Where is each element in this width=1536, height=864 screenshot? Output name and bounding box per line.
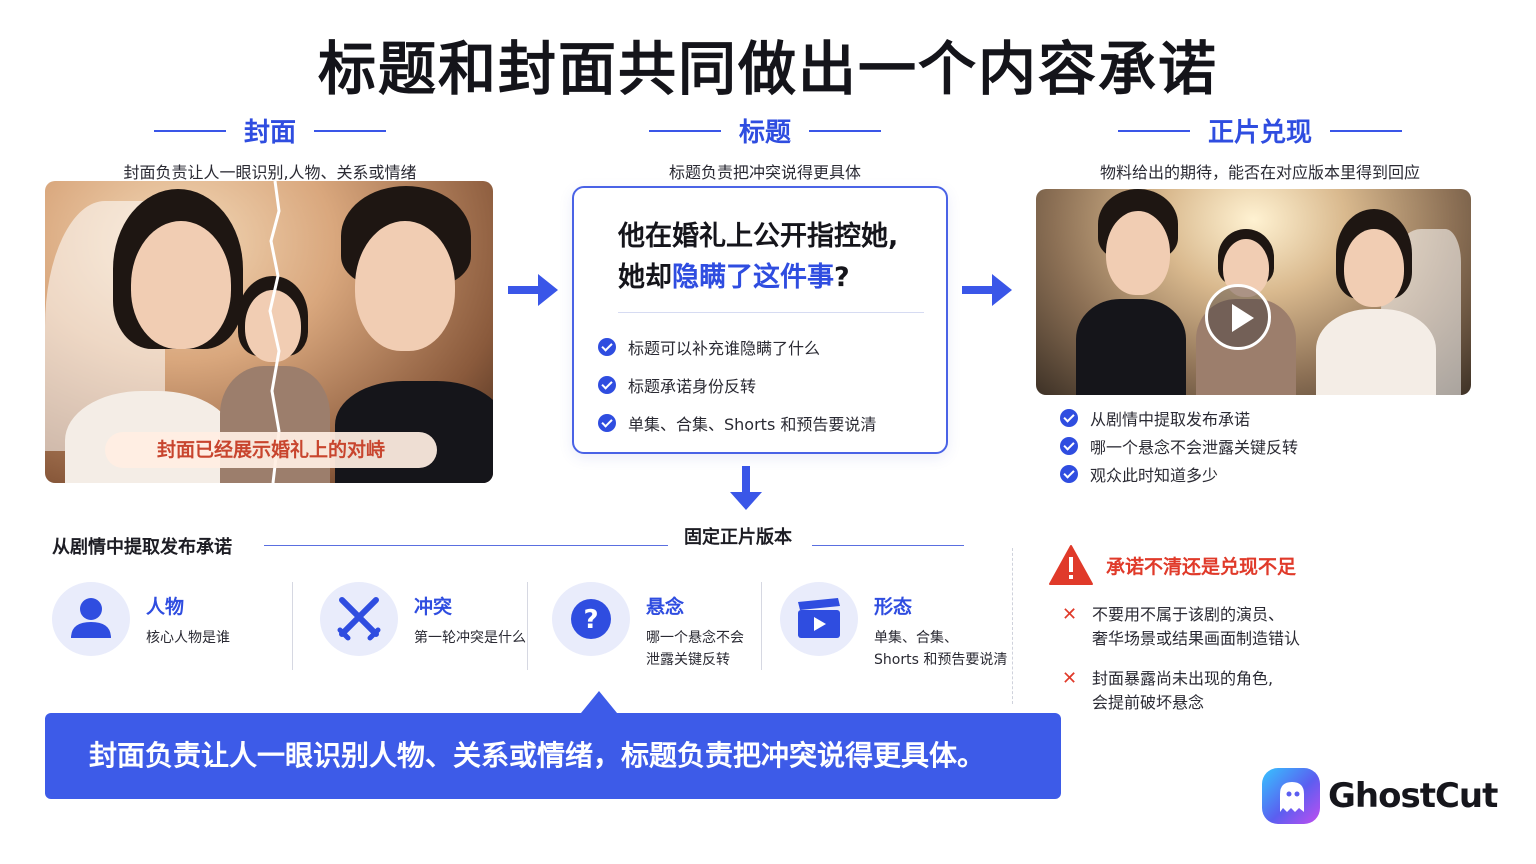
- list-item: 单集、合集、Shorts 和预告要说清: [598, 404, 876, 442]
- title-example-headline: 他在婚礼上公开指控她, 她却隐瞒了这件事?: [618, 216, 898, 298]
- ghostcut-logo-text: GhostCut: [1328, 776, 1498, 816]
- feature-title: 冲突: [414, 596, 453, 618]
- check-icon: [1060, 465, 1078, 483]
- list-item: 从剧情中提取发布承诺: [1060, 404, 1298, 432]
- list-item-label: 不要用不属于该剧的演员、 奢华场景或结果画面制造错认: [1092, 605, 1301, 648]
- divider: [809, 129, 881, 132]
- check-icon: [598, 414, 616, 432]
- list-item: 观众此时知道多少: [1060, 460, 1298, 488]
- feature-desc: 单集、合集、 Shorts 和预告要说清: [874, 630, 1008, 668]
- divider: [153, 129, 226, 132]
- divider: [527, 582, 528, 670]
- feature-format: 形态单集、合集、 Shorts 和预告要说清: [780, 582, 1007, 671]
- cover-image: 封面已经展示婚礼上的对峙: [45, 181, 493, 483]
- list-item-label: 哪一个悬念不会泄露关键反转: [1090, 438, 1299, 457]
- divider: [648, 129, 721, 132]
- list-item: ✕ 封面暴露尚未出现的角色, 会提前破坏悬念: [1062, 667, 1300, 715]
- list-item-label: 标题可以补充谁隐瞒了什么: [628, 339, 821, 358]
- list-item-label: 标题承诺身份反转: [628, 377, 757, 396]
- section-label: 从剧情中提取发布承诺: [52, 537, 232, 558]
- check-icon: [598, 376, 616, 394]
- warning-list: ✕ 不要用不属于该剧的演员、 奢华场景或结果画面制造错认 ✕ 封面暴露尚未出现的角色…: [1062, 603, 1300, 715]
- feature-title: 形态: [874, 596, 913, 618]
- headline-suffix: ?: [834, 262, 850, 293]
- svg-text:?: ?: [583, 605, 598, 635]
- warning-icon: [1049, 545, 1093, 585]
- payoff-video-thumbnail[interactable]: [1036, 189, 1471, 395]
- divider: [314, 129, 386, 132]
- feature-desc: 第一轮冲突是什么: [414, 630, 526, 646]
- cross-icon: ✕: [1062, 604, 1078, 625]
- list-item: 哪一个悬念不会泄露关键反转: [1060, 432, 1298, 460]
- list-item: ✕ 不要用不属于该剧的演员、 奢华场景或结果画面制造错认: [1062, 603, 1300, 651]
- divider: [812, 545, 964, 546]
- payoff-heading: 正片兑现: [1207, 118, 1312, 148]
- title-column-header: 标题 标题负责把冲突说得更具体: [560, 112, 970, 183]
- feature-desc: 哪一个悬念不会 泄露关键反转: [646, 630, 744, 668]
- divider: [1012, 548, 1013, 704]
- clapperboard-icon: [780, 582, 858, 656]
- person-icon: [52, 582, 130, 656]
- cover-heading: 封面: [243, 118, 296, 148]
- page-title: 标题和封面共同做出一个内容承诺: [317, 35, 1218, 103]
- check-icon: [598, 338, 616, 356]
- divider: [292, 582, 293, 670]
- crack-line: [268, 181, 281, 483]
- cross-icon: ✕: [1062, 668, 1078, 689]
- summary-banner: 封面负责让人一眼识别人物、关系或情绪，标题负责把冲突说得更具体。: [45, 691, 1061, 799]
- title-subtitle: 标题负责把冲突说得更具体: [668, 163, 861, 182]
- payoff-checklist: 从剧情中提取发布承诺 哪一个悬念不会泄露关键反转 观众此时知道多少: [1060, 404, 1298, 488]
- play-icon[interactable]: [1205, 284, 1271, 350]
- arrow-right-icon: [962, 274, 1012, 306]
- divider: [618, 312, 924, 313]
- feature-title: 悬念: [646, 596, 685, 618]
- divider: [264, 545, 668, 546]
- arrow-right-icon: [508, 274, 558, 306]
- list-item-label: 观众此时知道多少: [1090, 466, 1219, 485]
- headline-line-2: 她却隐瞒了这件事?: [618, 257, 898, 298]
- arrow-down-icon: [730, 466, 762, 510]
- warning-title: 承诺不清还是兑现不足: [1106, 556, 1297, 578]
- list-item: 标题可以补充谁隐瞒了什么: [598, 328, 876, 366]
- check-icon: [1060, 409, 1078, 427]
- feature-desc: 核心人物是谁: [146, 630, 230, 646]
- headline-line-1: 他在婚礼上公开指控她,: [618, 221, 899, 252]
- cover-column-header: 封面 封面负责让人一眼识别,人物、关系或情绪: [60, 112, 480, 183]
- check-icon: [1060, 437, 1078, 455]
- divider: [1330, 129, 1402, 132]
- feature-suspense: ? 悬念哪一个悬念不会 泄露关键反转: [552, 582, 744, 671]
- list-item-label: 封面暴露尚未出现的角色, 会提前破坏悬念: [1092, 669, 1274, 712]
- divider: [1117, 129, 1190, 132]
- list-item-label: 从剧情中提取发布承诺: [1090, 410, 1251, 429]
- question-icon: ?: [552, 582, 630, 656]
- crossed-swords-icon: [320, 582, 398, 656]
- feature-person: 人物核心人物是谁: [52, 582, 230, 656]
- title-example-card: 他在婚礼上公开指控她, 她却隐瞒了这件事? 标题可以补充谁隐瞒了什么 标题承诺身…: [572, 186, 948, 454]
- feature-conflict: 冲突第一轮冲突是什么: [320, 582, 526, 656]
- fixed-version-label: 固定正片版本: [684, 527, 792, 548]
- list-item-label: 单集、合集、Shorts 和预告要说清: [628, 415, 877, 434]
- headline-prefix: 她却: [618, 262, 672, 293]
- headline-highlight: 隐瞒了这件事: [672, 262, 834, 293]
- payoff-column-header: 正片兑现 物料给出的期待，能否在对应版本里得到回应: [1030, 112, 1490, 183]
- cover-subtitle: 封面负责让人一眼识别,人物、关系或情绪: [123, 163, 417, 182]
- list-item: 标题承诺身份反转: [598, 366, 876, 404]
- payoff-subtitle: 物料给出的期待，能否在对应版本里得到回应: [1099, 163, 1420, 182]
- ghostcut-logo-icon: [1262, 768, 1320, 824]
- feature-title: 人物: [146, 596, 185, 618]
- summary-banner-text: 封面负责让人一眼识别人物、关系或情绪，标题负责把冲突说得更具体。: [89, 739, 986, 772]
- title-checklist: 标题可以补充谁隐瞒了什么 标题承诺身份反转 单集、合集、Shorts 和预告要说…: [598, 328, 876, 442]
- cover-overlay-label: 封面已经展示婚礼上的对峙: [105, 432, 437, 468]
- title-heading: 标题: [738, 118, 791, 148]
- divider: [761, 582, 762, 670]
